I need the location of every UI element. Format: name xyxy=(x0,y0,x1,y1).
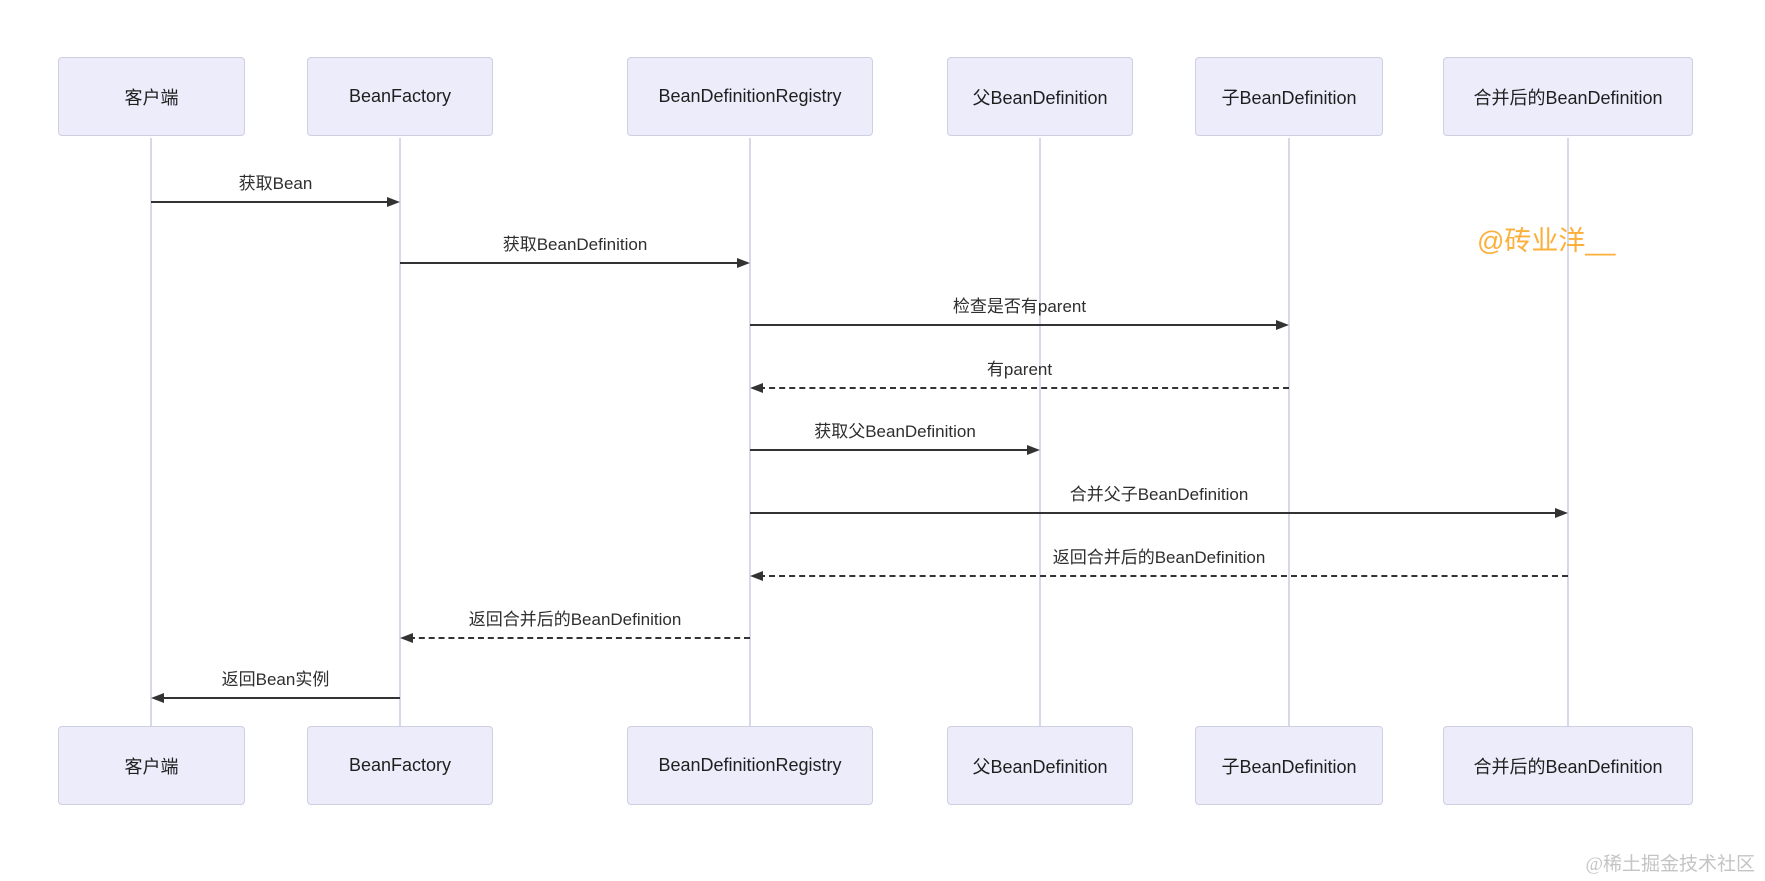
message-line xyxy=(409,637,750,639)
message-merge-parent-child: 合并父子BeanDefinition xyxy=(750,482,1568,518)
message-has-parent: 有parent xyxy=(750,357,1289,393)
message-line xyxy=(750,512,1559,514)
lifeline-client xyxy=(150,138,152,726)
message-get-bean: 获取Bean xyxy=(151,171,400,207)
arrowhead-left-icon xyxy=(750,383,763,393)
arrowhead-right-icon xyxy=(737,258,750,268)
actor-label: 子BeanDefinition xyxy=(1221,87,1357,108)
actor-label: 子BeanDefinition xyxy=(1221,756,1357,777)
lifeline-child-beandef xyxy=(1288,138,1290,726)
arrowhead-right-icon xyxy=(1276,320,1289,330)
message-line xyxy=(400,262,741,264)
lifeline-merged-beandef xyxy=(1567,138,1569,726)
message-line xyxy=(759,387,1289,389)
lifeline-parent-beandef xyxy=(1039,138,1041,726)
message-line xyxy=(759,575,1568,577)
author-watermark: @砖业洋__ xyxy=(1477,226,1616,256)
message-return-merged-to-registry: 返回合并后的BeanDefinition xyxy=(750,545,1568,581)
arrowhead-right-icon xyxy=(1027,445,1040,455)
arrowhead-left-icon xyxy=(400,633,413,643)
actor-top-parent-beandef: 父BeanDefinition xyxy=(947,57,1133,136)
message-label: 返回合并后的BeanDefinition xyxy=(468,610,682,629)
message-label: 返回Bean实例 xyxy=(221,670,330,689)
lifeline-registry xyxy=(749,138,751,726)
actor-label: 合并后的BeanDefinition xyxy=(1473,87,1663,108)
actor-top-registry: BeanDefinitionRegistry xyxy=(627,57,873,136)
site-watermark: @稀土掘金技术社区 xyxy=(1585,854,1756,875)
arrowhead-left-icon xyxy=(151,693,164,703)
actor-top-client: 客户端 xyxy=(58,57,245,136)
message-label: 获取BeanDefinition xyxy=(502,235,648,254)
actor-bottom-client: 客户端 xyxy=(58,726,245,805)
actor-label: BeanDefinitionRegistry xyxy=(658,755,842,775)
actor-label: BeanFactory xyxy=(348,755,452,775)
actor-bottom-child-beandef: 子BeanDefinition xyxy=(1195,726,1383,805)
message-label: 检查是否有parent xyxy=(952,297,1087,316)
actor-top-beanfactory: BeanFactory xyxy=(307,57,493,136)
message-label: 合并父子BeanDefinition xyxy=(1069,485,1249,504)
actor-top-child-beandef: 子BeanDefinition xyxy=(1195,57,1383,136)
actor-bottom-parent-beandef: 父BeanDefinition xyxy=(947,726,1133,805)
message-return-merged-to-beanfactory: 返回合并后的BeanDefinition xyxy=(400,607,750,643)
actor-label: 客户端 xyxy=(124,87,179,108)
lifeline-beanfactory xyxy=(399,138,401,726)
arrowhead-left-icon xyxy=(750,571,763,581)
actor-label: 客户端 xyxy=(124,756,179,777)
message-return-bean-instance: 返回Bean实例 xyxy=(151,667,400,703)
message-label: 获取Bean xyxy=(238,174,313,193)
arrowhead-right-icon xyxy=(387,197,400,207)
message-get-beandefinition: 获取BeanDefinition xyxy=(400,232,750,268)
actor-label: 父BeanDefinition xyxy=(972,756,1108,777)
actor-label: 合并后的BeanDefinition xyxy=(1473,756,1663,777)
actor-label: 父BeanDefinition xyxy=(972,87,1108,108)
actor-label: BeanFactory xyxy=(348,86,452,106)
message-line xyxy=(151,201,391,203)
message-label: 获取父BeanDefinition xyxy=(814,422,976,441)
actor-label: BeanDefinitionRegistry xyxy=(658,86,842,106)
message-get-parent-beandefinition: 获取父BeanDefinition xyxy=(750,419,1040,455)
message-line xyxy=(160,697,400,699)
actor-bottom-beanfactory: BeanFactory xyxy=(307,726,493,805)
actor-top-merged-beandef: 合并后的BeanDefinition xyxy=(1443,57,1693,136)
arrowhead-right-icon xyxy=(1555,508,1568,518)
message-label: 返回合并后的BeanDefinition xyxy=(1052,548,1266,567)
message-label: 有parent xyxy=(986,360,1053,379)
message-line xyxy=(750,449,1031,451)
actor-bottom-registry: BeanDefinitionRegistry xyxy=(627,726,873,805)
message-check-parent: 检查是否有parent xyxy=(750,294,1289,330)
actor-bottom-merged-beandef: 合并后的BeanDefinition xyxy=(1443,726,1693,805)
message-line xyxy=(750,324,1280,326)
